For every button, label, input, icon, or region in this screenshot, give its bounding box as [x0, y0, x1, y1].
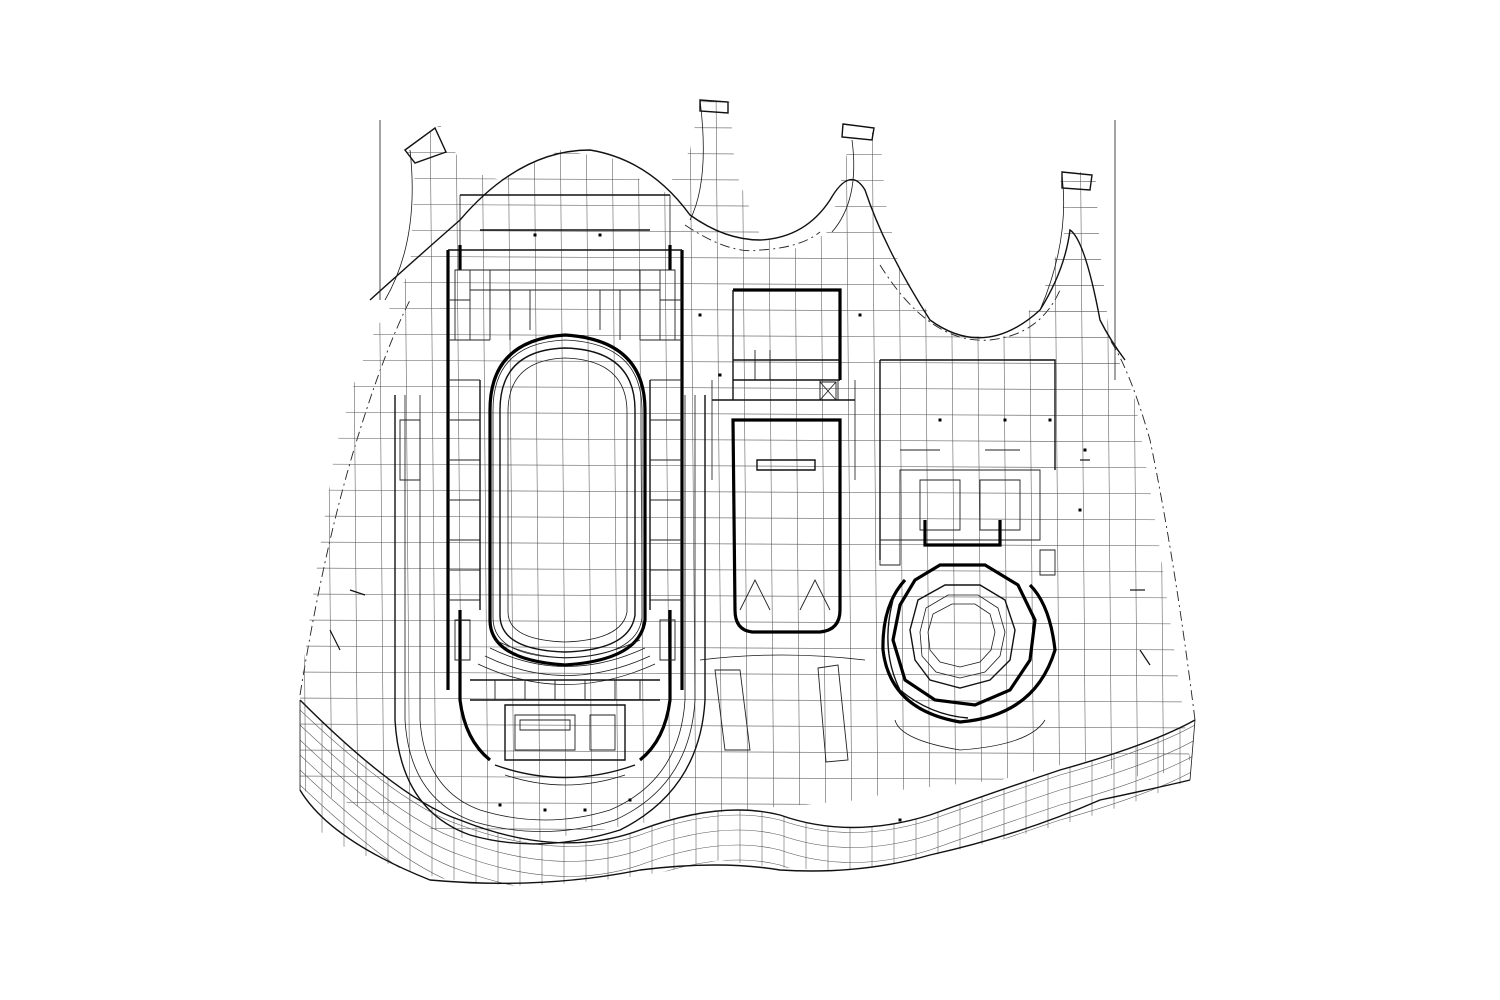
arena-hall [394, 194, 706, 845]
octagonal-theatre [879, 359, 1057, 751]
structural-columns [329, 233, 1151, 822]
central-stage-block [699, 288, 866, 763]
roof-canopy [299, 99, 1196, 840]
